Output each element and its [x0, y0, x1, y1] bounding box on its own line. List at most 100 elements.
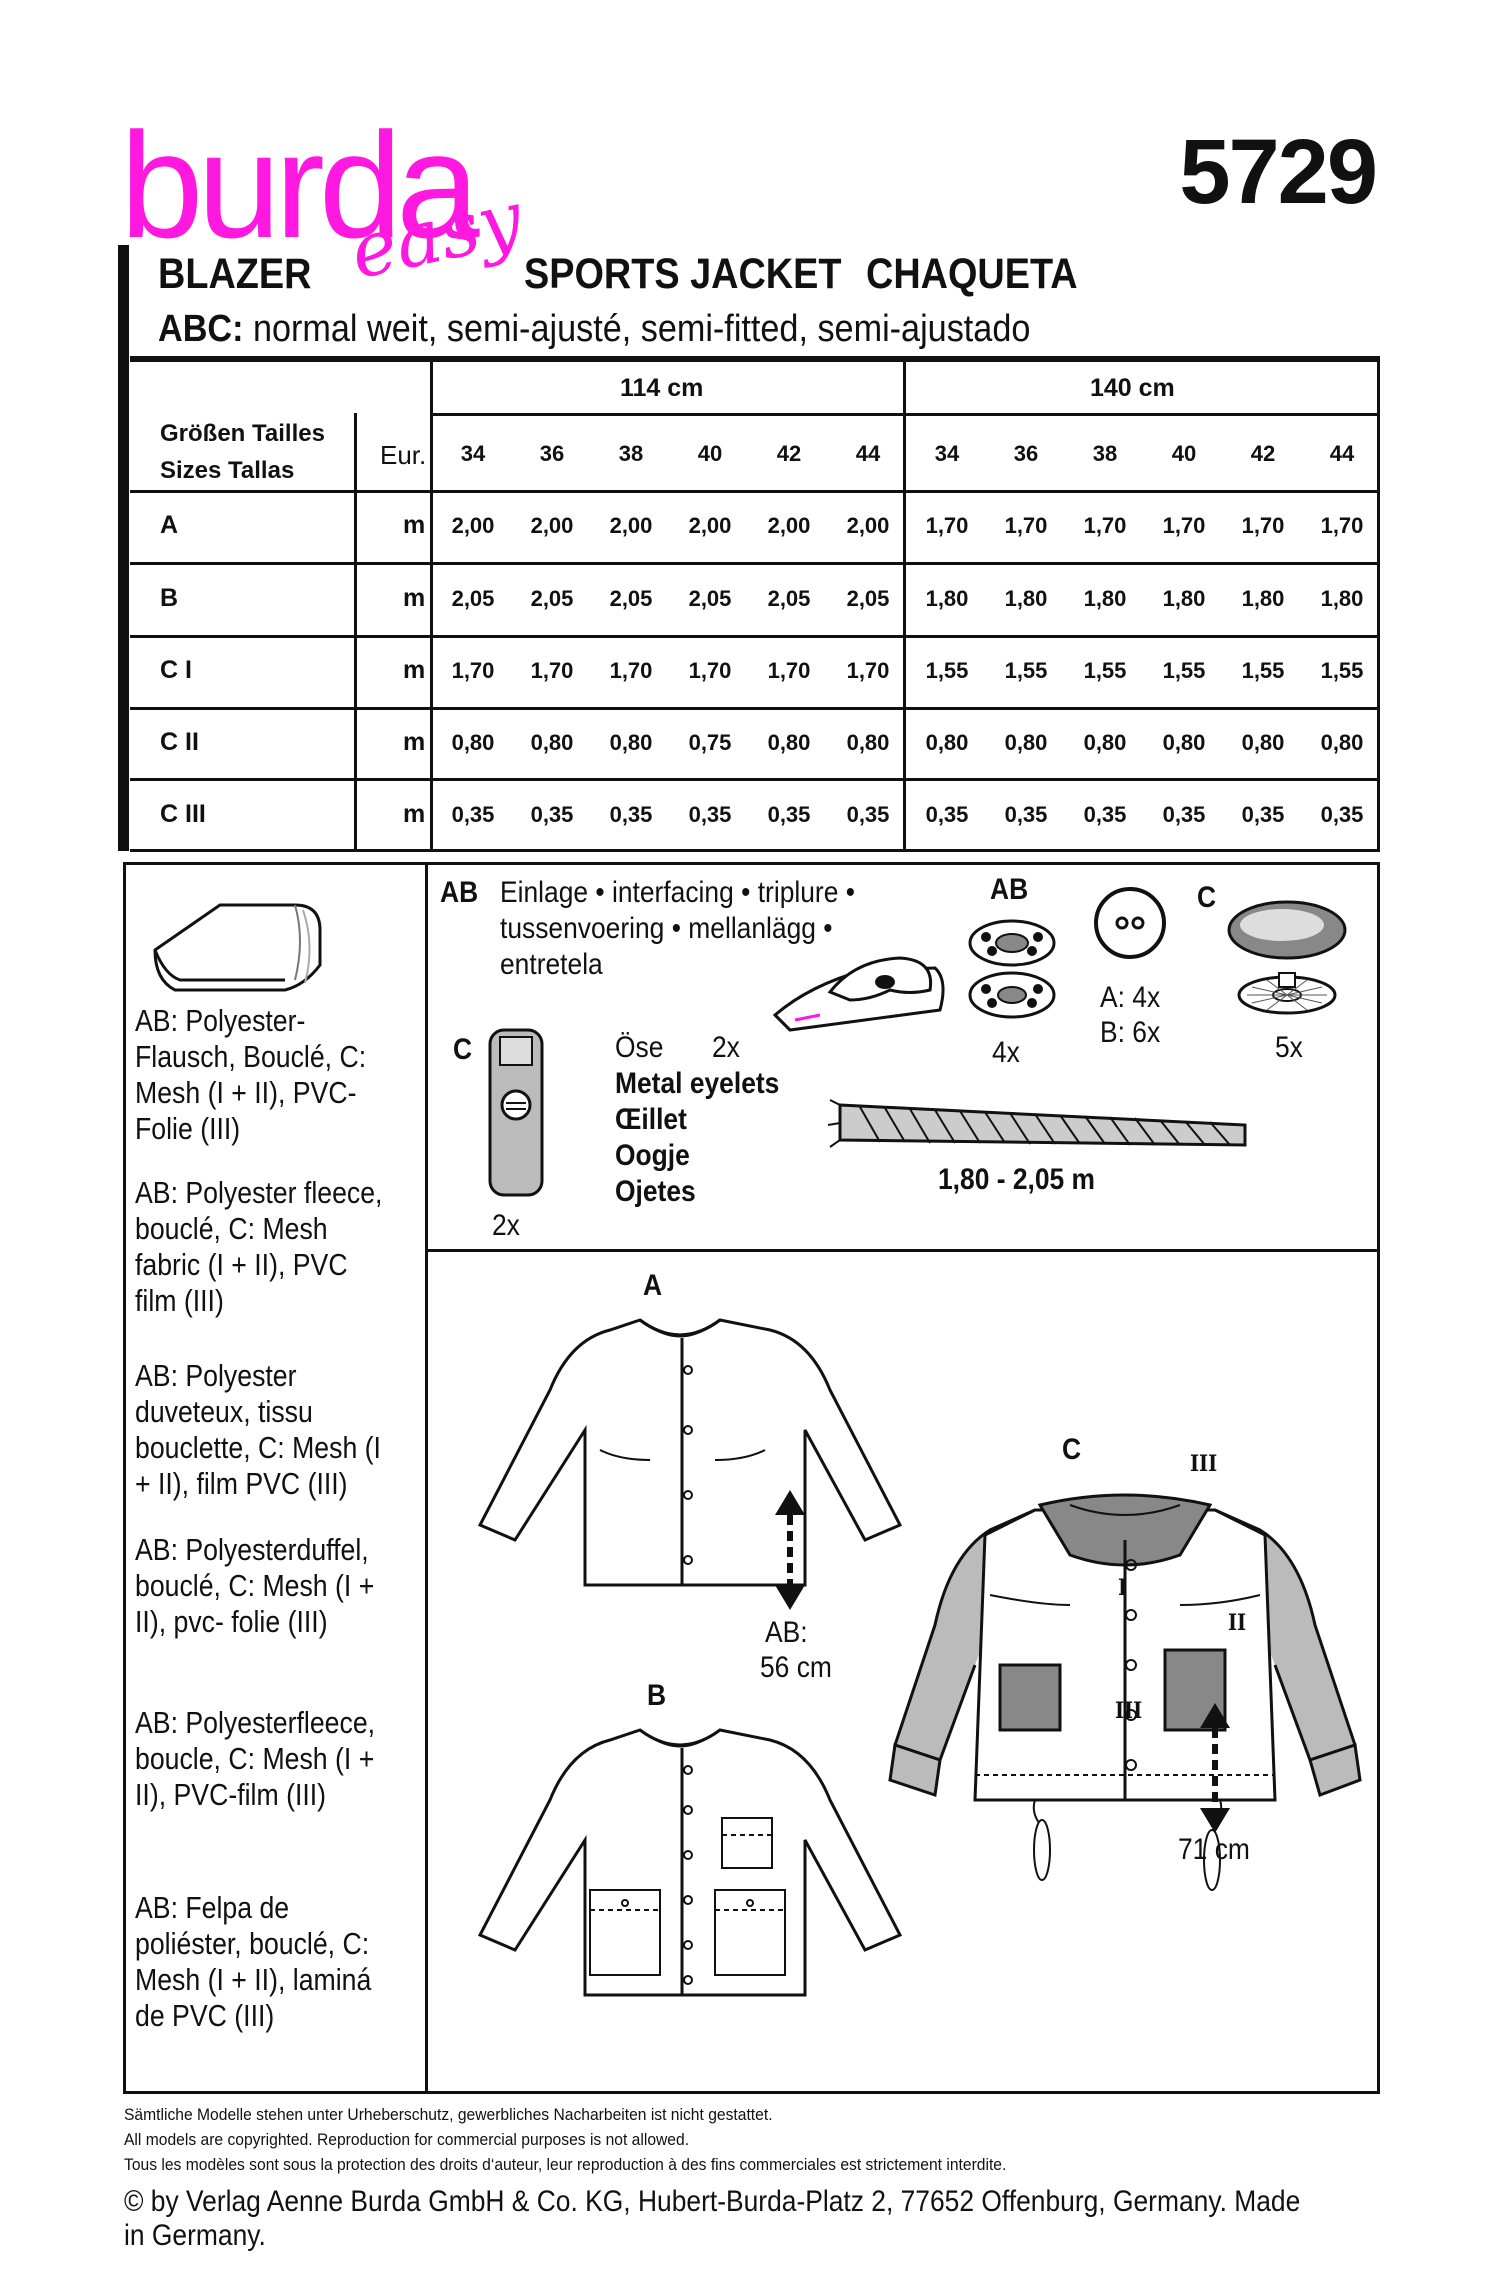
table-cell: 1,55	[1320, 658, 1364, 683]
table-cell: 2,00	[688, 513, 732, 538]
size-header: 40	[1171, 441, 1197, 466]
table-cell: 2,00	[530, 513, 574, 538]
eyelets-en: Metal eyelets	[615, 1067, 780, 1100]
size-header: 38	[618, 441, 644, 466]
table-cell: 1,80	[1162, 586, 1206, 611]
size-header: 42	[1250, 441, 1276, 466]
table-cell: 1,70	[846, 658, 890, 683]
view-a-label: A	[643, 1269, 663, 1302]
c-length: 71 cm	[1178, 1833, 1250, 1866]
iron-icon	[772, 956, 945, 1032]
table-cell: 0,35	[1320, 802, 1364, 827]
table-cell: 2,00	[609, 513, 653, 538]
snaps-qty: 4x	[992, 1036, 1020, 1069]
row-label: A	[160, 511, 179, 539]
burda-logo: burda	[120, 101, 480, 269]
table-cell: 0,35	[767, 802, 811, 827]
title-de: BLAZER	[158, 250, 312, 298]
table-cell: 1,70	[1241, 513, 1285, 538]
table-cell: 1,80	[1083, 586, 1127, 611]
fabric-text-en: AB: Polyester fleece, bouclé, C: Mesh fa…	[135, 1175, 383, 1318]
size-header: 38	[1092, 441, 1118, 466]
table-cell: 1,55	[925, 658, 969, 683]
fabric-text-nl: AB: Polyesterduffel, bouclé, C: Mesh (I …	[135, 1532, 375, 1639]
buttons-qty-a: A: 4x	[1100, 981, 1161, 1014]
table-cell: 2,00	[767, 513, 811, 538]
table-cell: 2,05	[767, 586, 811, 611]
table-cell: 1,70	[609, 658, 653, 683]
table-cell: 0,80	[846, 730, 890, 755]
size-header: 40	[697, 441, 723, 466]
table-cell: 0,35	[1083, 802, 1127, 827]
snap-fastener-icon	[968, 919, 1056, 1019]
table-cell: 0,80	[1004, 730, 1048, 755]
table-cell: 1,80	[925, 586, 969, 611]
size-header: 34	[460, 441, 486, 466]
table-cell: 1,80	[1004, 586, 1048, 611]
row-unit: m	[403, 656, 426, 684]
table-cell: 0,80	[530, 730, 574, 755]
header-bar	[118, 245, 129, 851]
table-cell: 0,35	[1162, 802, 1206, 827]
table-cell: 1,70	[1004, 513, 1048, 538]
label-iii-pocket: III	[1115, 1698, 1143, 1724]
eur-label: Eur.	[380, 440, 427, 470]
table-cell: 0,80	[609, 730, 653, 755]
cord-stopper-icon	[488, 1028, 544, 1197]
table-cell: 0,35	[688, 802, 732, 827]
table-cell: 2,05	[688, 586, 732, 611]
width-header-114: 114 cm	[620, 374, 704, 402]
eyelets-nl: Oogje	[615, 1139, 690, 1172]
table-cell: 0,35	[609, 802, 653, 827]
covered-button-label: C	[1197, 881, 1217, 914]
cord-icon	[827, 1099, 1247, 1148]
covered-button-qty: 5x	[1275, 1031, 1303, 1064]
copyright-en: All models are copyrighted. Reproduction…	[124, 2130, 690, 2149]
copyright-de: Sämtliche Modelle stehen unter Urhebersc…	[124, 2105, 773, 2124]
size-header: 42	[776, 441, 802, 466]
title-en: SPORTS JACKET	[524, 250, 842, 298]
table-cell: 1,70	[925, 513, 969, 538]
row-label: C II	[160, 728, 199, 756]
fabric-text-sv: AB: Polyesterfleece, boucle, C: Mesh (I …	[135, 1705, 376, 1812]
row-unit: m	[403, 584, 426, 612]
eyelets-de: Öse	[615, 1031, 664, 1064]
buttons-qty-b: B: 6x	[1100, 1016, 1161, 1049]
eyelets-es: Ojetes	[615, 1175, 696, 1208]
fabric-text-fr: AB: Polyester duveteux, tissu bouclette,…	[135, 1358, 381, 1501]
row-label: B	[160, 584, 179, 612]
copyright-fr: Tous les modèles sont sous la protection…	[124, 2155, 1007, 2174]
size-header: 44	[1329, 441, 1355, 466]
row-label: C I	[160, 656, 192, 684]
size-header: 44	[855, 441, 881, 466]
fabric-roll-icon	[153, 903, 322, 992]
pattern-number: 5729	[1179, 121, 1378, 223]
view-b-label: B	[647, 1679, 667, 1712]
publisher-line: © by Verlag Aenne Burda GmbH & Co. KG, H…	[124, 2185, 1301, 2252]
cord-stopper-label: C	[453, 1033, 473, 1066]
cord-length: 1,80 - 2,05 m	[938, 1163, 1096, 1196]
table-cell: 0,75	[688, 730, 732, 755]
size-label-de-fr: Größen Tailles	[160, 420, 325, 447]
table-cell: 1,55	[1004, 658, 1048, 683]
fabric-text-es: AB: Felpa de poliéster, bouclé, C: Mesh …	[135, 1890, 372, 2033]
jacket-c-drawing	[888, 1493, 1362, 1891]
ab-length: 56 cm	[760, 1651, 832, 1684]
table-cell: 0,80	[767, 730, 811, 755]
table-cell: 0,35	[846, 802, 890, 827]
length-arrow-c	[1200, 1703, 1230, 1833]
interfacing-prefix: AB	[440, 876, 479, 909]
table-cell: 1,70	[1320, 513, 1364, 538]
table-cell: 1,70	[451, 658, 495, 683]
table-cell: 0,80	[1162, 730, 1206, 755]
table-cell: 1,70	[1083, 513, 1127, 538]
table-cell: 0,35	[530, 802, 574, 827]
table-cell: 0,35	[1004, 802, 1048, 827]
title-es: CHAQUETA	[866, 250, 1078, 298]
table-cell: 0,80	[925, 730, 969, 755]
view-c-label: C	[1062, 1433, 1082, 1466]
table-cell: 1,55	[1241, 658, 1285, 683]
jacket-b-drawing	[477, 1728, 903, 1997]
table-cell: 1,70	[767, 658, 811, 683]
jacket-a-drawing	[477, 1318, 903, 1587]
